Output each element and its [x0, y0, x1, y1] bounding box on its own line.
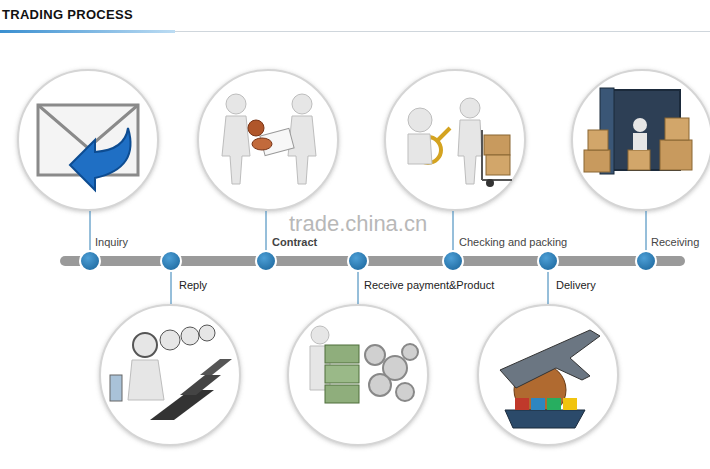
delivery-icon [500, 330, 600, 428]
inspection-figures [408, 98, 512, 187]
header-rule [0, 31, 710, 32]
step-label: Reply [179, 279, 207, 292]
timeline-dot [80, 251, 656, 271]
call-center-icon [110, 325, 232, 420]
header-accent [0, 30, 175, 33]
step-label: Inquiry [95, 236, 128, 249]
step-label: Receive payment&Product [364, 279, 494, 292]
timeline-bar [60, 256, 685, 266]
container-icon [584, 88, 692, 174]
money-gears-icon [310, 326, 418, 403]
step-label: Receiving [651, 236, 699, 249]
illustration-circle [198, 70, 338, 210]
illustration-circle [572, 70, 710, 210]
watermark: trade.china.cn [287, 212, 429, 236]
contract-figures [222, 94, 316, 184]
illustration-circle [18, 70, 158, 210]
illustration-circle [478, 305, 618, 445]
step-label: Checking and packing [459, 236, 567, 249]
step-label: Contract [272, 236, 317, 249]
envelope-icon [38, 105, 138, 190]
illustration-circle [100, 305, 240, 445]
diagram-title: TRADING PROCESS [2, 8, 133, 21]
step-label: Delivery [556, 279, 596, 292]
illustration-circle [288, 305, 428, 445]
illustration-circle [385, 70, 525, 210]
